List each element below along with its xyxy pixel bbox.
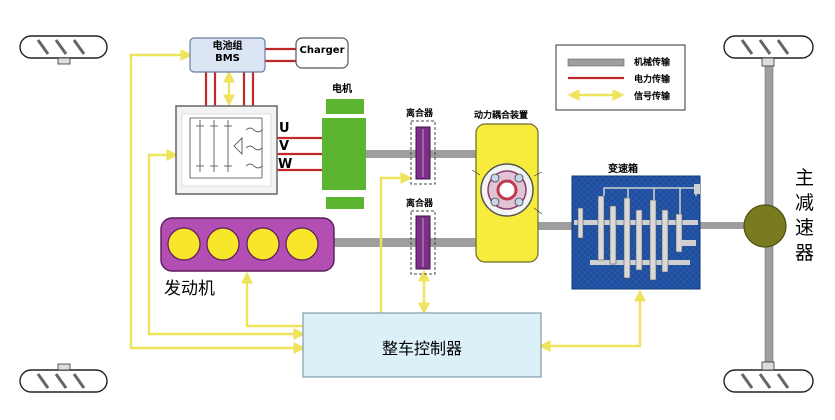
gearbox-output-shaft <box>700 222 750 229</box>
battery-label-line1: 电池组 <box>212 41 243 52</box>
coupling-label: 动力耦合装置 <box>474 111 529 121</box>
engine-cylinder <box>246 227 280 261</box>
clutch-top-label: 离合器 <box>406 109 434 119</box>
engine-cylinder <box>285 227 319 261</box>
wheel-front-left <box>19 35 108 65</box>
engine-label: 发动机 <box>164 279 215 299</box>
clutch-bottom <box>410 210 436 275</box>
phase-w-label: W <box>278 157 293 172</box>
charger-box <box>295 37 349 69</box>
clutch-bottom-label: 离合器 <box>406 199 434 209</box>
inverter <box>175 105 278 195</box>
power-coupling-device <box>471 123 543 263</box>
engine-cylinder <box>206 227 240 261</box>
battery-label-line2: BMS <box>215 53 240 64</box>
engine-shaft <box>334 238 476 247</box>
legend <box>555 44 686 111</box>
signal-lines <box>129 49 646 354</box>
phase-v-label: V <box>279 139 290 154</box>
motor <box>322 99 366 209</box>
vcu-box <box>302 312 542 378</box>
motor-label: 电机 <box>332 84 352 95</box>
legend-signal-label: 信号传输 <box>634 92 671 102</box>
legend-electrical-label: 电力传输 <box>634 75 671 85</box>
legend-swatch-mechanical <box>567 58 625 67</box>
wheel-front-right <box>723 35 814 67</box>
gearbox-label: 变速箱 <box>608 164 638 175</box>
engine-cylinder <box>167 227 201 261</box>
wheel-rear-left <box>19 363 108 393</box>
gearbox <box>571 175 701 290</box>
battery-bms-box <box>189 37 266 73</box>
charger-label: Charger <box>299 45 345 56</box>
clutch-top <box>410 120 436 185</box>
final-drive-label: 主减速器 <box>795 167 815 264</box>
coupling-output-shaft <box>538 222 572 230</box>
vcu-label: 整车控制器 <box>381 339 462 358</box>
wheel-rear-right <box>723 361 814 393</box>
battery-label: 电池组 BMS <box>190 41 265 65</box>
legend-mechanical-label: 机械传输 <box>634 58 671 68</box>
phase-u-label: U <box>279 121 290 136</box>
final-drive <box>743 204 787 248</box>
engine <box>160 217 335 272</box>
